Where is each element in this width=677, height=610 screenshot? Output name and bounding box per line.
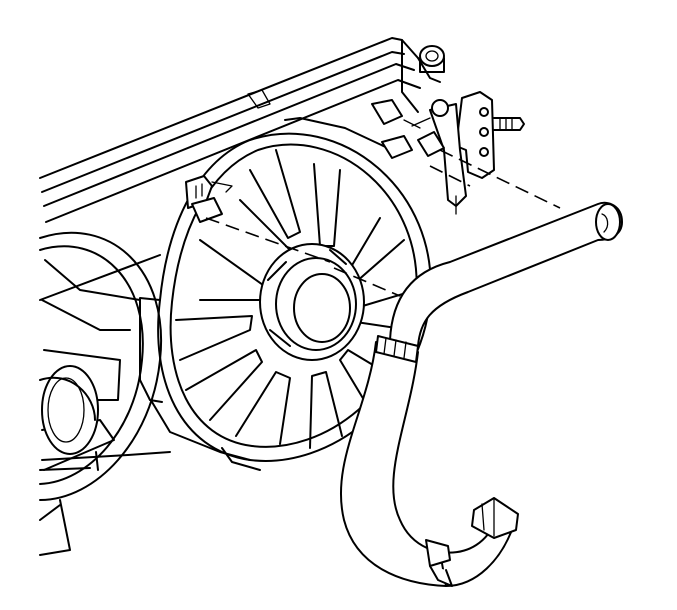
alignment-lines bbox=[205, 149, 561, 297]
radiator-mounting-bracket bbox=[417, 91, 525, 215]
fan-electrical-connector bbox=[185, 99, 431, 223]
right-cooling-fan bbox=[139, 117, 432, 471]
hose-clamp bbox=[375, 335, 453, 587]
radiator-outlet-hose bbox=[339, 201, 623, 587]
left-cooling-fan bbox=[39, 231, 163, 556]
